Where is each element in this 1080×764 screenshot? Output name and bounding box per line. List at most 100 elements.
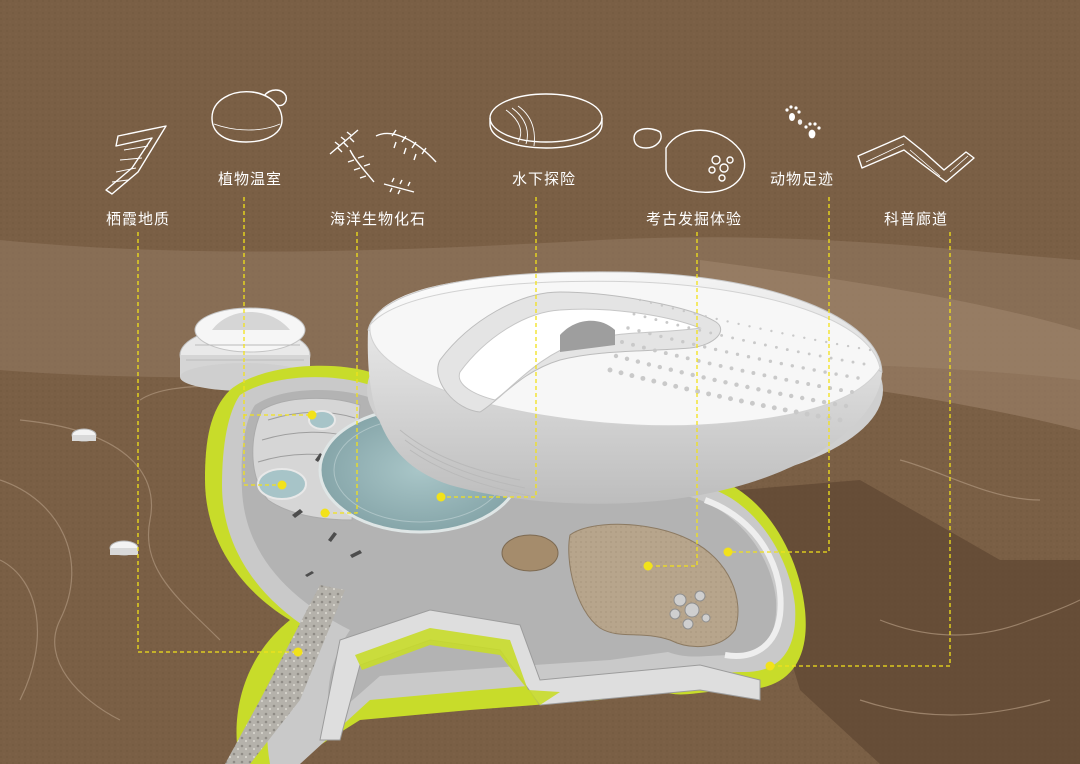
facade-perforation-dot <box>663 351 668 356</box>
facade-perforation-dot <box>790 364 794 368</box>
facade-perforation-dot <box>773 375 778 380</box>
facade-perforation-dot <box>767 389 772 394</box>
corridor-planting <box>355 628 560 705</box>
rock-layer-icon <box>105 125 167 195</box>
facade-perforation-dot <box>660 304 664 307</box>
facade-perforation-dot <box>806 382 811 386</box>
facade-perforation-dot <box>698 328 702 332</box>
facade-perforation-dot <box>774 345 778 349</box>
facade-perforation-dot <box>795 379 800 384</box>
facade-perforation-dot <box>740 368 745 373</box>
facade-perforation-dot <box>810 397 816 403</box>
facade-perforation-dot <box>703 345 707 349</box>
facade-perforation-dot <box>690 372 695 378</box>
label-archaeology-dig: 考古发掘体验 <box>645 210 743 228</box>
facade-perforation-dot <box>671 307 675 310</box>
facade-perforation-dot <box>693 312 696 315</box>
gravel-ramp <box>225 585 345 764</box>
pavilion-left <box>71 428 97 442</box>
facade-perforation-dot <box>687 326 691 330</box>
dig-site-small <box>501 534 559 572</box>
right-path-curb <box>703 497 784 659</box>
facade-perforation-dot <box>665 320 669 324</box>
facade-perforation-dot <box>742 338 745 342</box>
facade-perforation-dot <box>734 382 739 387</box>
facade-perforation-dot <box>715 317 718 321</box>
facade-perforation-dot <box>834 372 838 376</box>
facade-perforation-dot <box>637 329 641 333</box>
label-qixia-geology: 栖霞地质 <box>105 210 171 228</box>
facade-perforation-dot <box>845 374 849 378</box>
facade-perforation-dot <box>657 364 662 370</box>
facade-perforation-dot <box>748 325 751 328</box>
facade-perforation-dot <box>717 393 722 399</box>
facade-perforation-dot <box>728 396 733 402</box>
facade-perforation-dot <box>768 359 773 363</box>
facade-perforation-dot <box>662 381 668 387</box>
facade-perforation-dot <box>626 326 630 330</box>
facade-perforation-dot <box>835 342 839 346</box>
facade-perforation-dot <box>712 377 717 383</box>
dig-site-icon <box>633 127 746 193</box>
facade-perforation-dot <box>749 400 755 406</box>
facade-perforation-dot <box>784 377 789 382</box>
facade-perforation-dot <box>793 409 799 415</box>
facade-perforation-dot <box>789 393 794 399</box>
facade-perforation-dot <box>778 391 783 396</box>
facade-perforation-dot <box>737 322 740 326</box>
facade-perforation-dot <box>641 345 646 350</box>
facade-perforation-dot <box>726 320 729 323</box>
label-plant-greenhouse: 植物温室 <box>217 170 283 188</box>
facade-perforation-dot <box>818 354 822 358</box>
facade-perforation-dot <box>800 395 805 401</box>
facade-perforation-dot <box>624 356 630 361</box>
facade-perforation-dot <box>643 315 647 319</box>
facade-perforation-dot <box>823 370 827 374</box>
facade-perforation-dot <box>738 398 744 404</box>
facade-perforation-dot <box>618 370 624 376</box>
facade-perforation-dot <box>770 329 773 333</box>
facade-perforation-dot <box>635 359 641 364</box>
paw-print-icon <box>785 105 821 139</box>
facade-perforation-dot <box>840 358 844 362</box>
facade-perforation-dot <box>652 348 657 353</box>
facade-perforation-dot <box>762 373 767 378</box>
facade-perforation-dot <box>821 399 827 405</box>
science-corridor-path <box>319 609 761 741</box>
facade-perforation-dot <box>707 361 712 366</box>
facade-perforation-dot <box>654 318 658 322</box>
facade-perforation-dot <box>701 375 706 380</box>
facade-perforation-dot <box>757 357 762 361</box>
facade-perforation-dot <box>620 340 624 344</box>
label-underwater-exploration: 水下探险 <box>511 170 577 188</box>
facade-perforation-dot <box>731 336 735 340</box>
facade-perforation-dot <box>631 342 635 347</box>
facade-perforation-dot <box>751 371 756 375</box>
facade-perforation-dot <box>706 391 712 397</box>
facade-perforation-dot <box>613 353 619 359</box>
facade-perforation-dot <box>868 348 872 352</box>
facade-perforation-dot <box>839 388 843 393</box>
facade-perforation-dot <box>659 334 663 339</box>
facade-perforation-dot <box>856 376 860 380</box>
label-marine-fossils: 海洋生物化石 <box>329 210 427 228</box>
facade-perforation-dot <box>704 315 707 318</box>
facade-perforation-dot <box>803 336 806 339</box>
facade-perforation-dot <box>792 334 795 337</box>
facade-perforation-dot <box>745 384 750 390</box>
facade-perforation-dot <box>850 390 854 394</box>
facade-perforation-dot <box>760 403 766 409</box>
facade-perforation-dot <box>709 331 713 335</box>
facade-perforation-dot <box>804 411 810 417</box>
facade-perforation-dot <box>801 366 805 370</box>
facade-perforation-dot <box>695 388 701 394</box>
facade-perforation-dot <box>807 352 811 356</box>
roof-skylight <box>560 320 615 352</box>
facade-perforation-dot <box>640 375 646 381</box>
facade-perforation-dot <box>648 331 652 336</box>
facade-perforation-dot <box>684 386 690 392</box>
facade-perforation-dot <box>837 417 843 423</box>
facade-perforation-dot <box>817 384 822 389</box>
